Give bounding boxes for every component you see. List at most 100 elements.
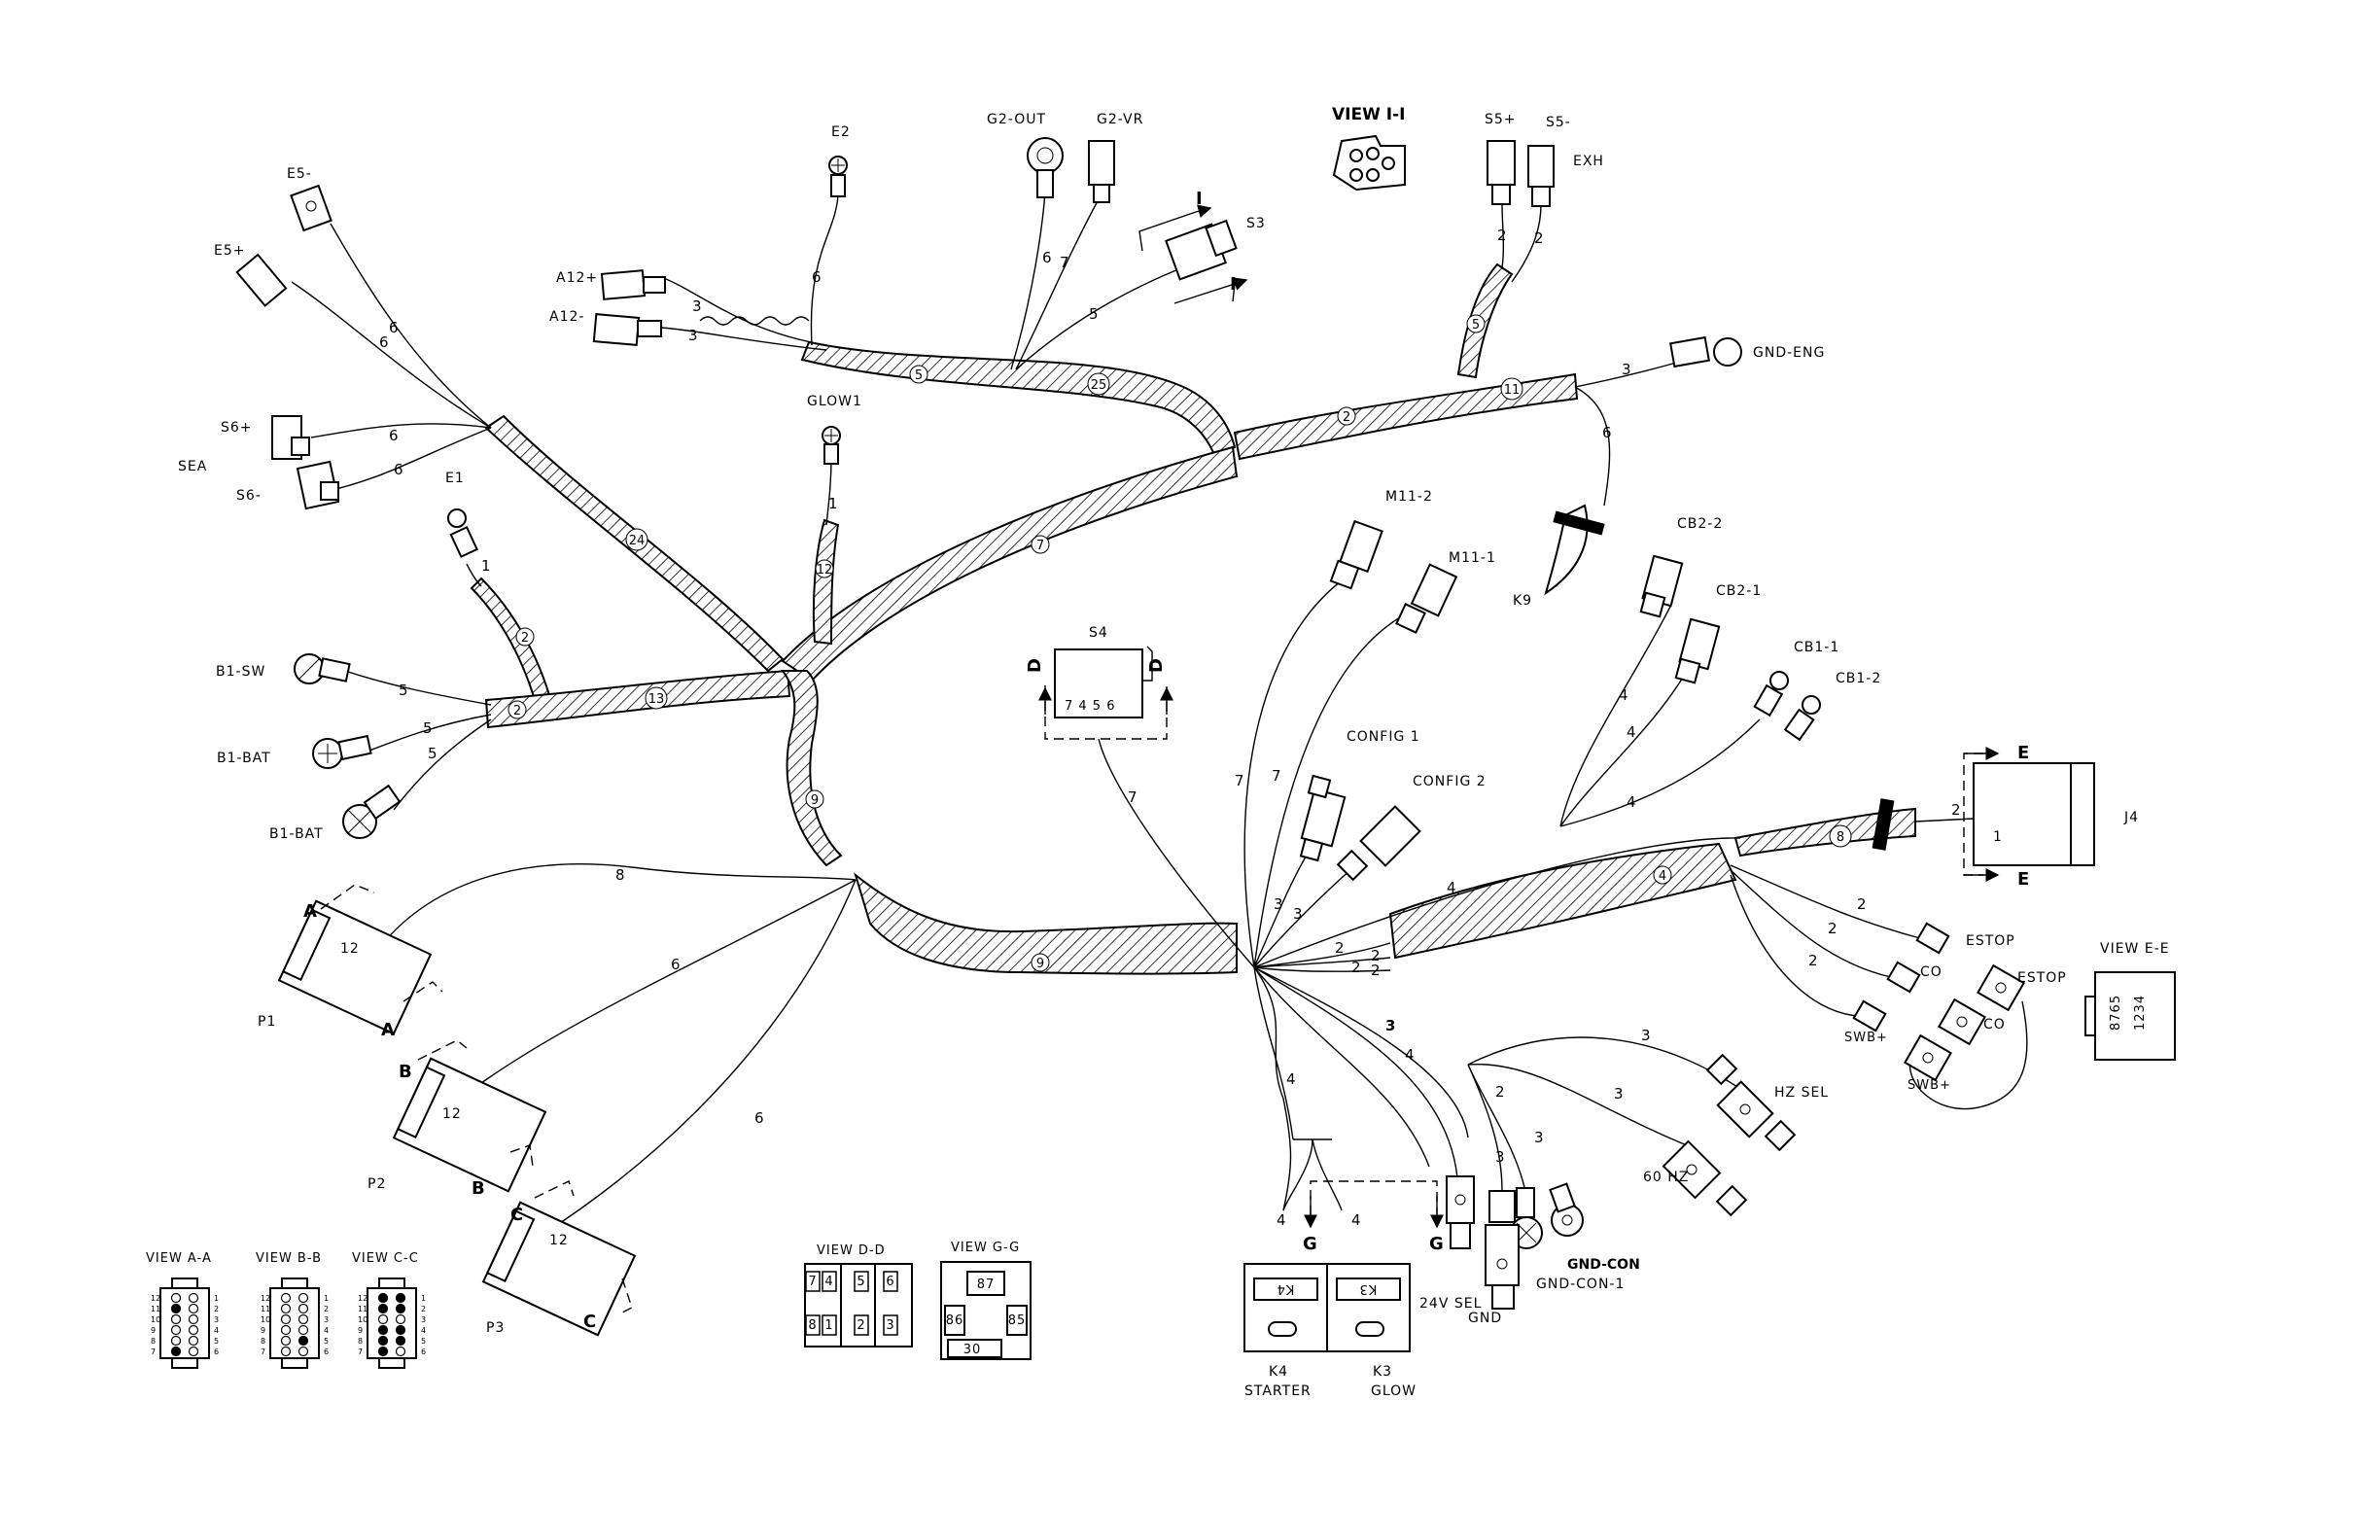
pin-c-8 — [377, 1335, 389, 1347]
pin-label-right: 2 — [421, 1305, 426, 1313]
bundle-13 — [484, 669, 791, 729]
wire-count-co: 2 — [1828, 920, 1838, 937]
label-starter: STARTER — [1244, 1383, 1312, 1399]
pin-label-left: 8 — [358, 1337, 363, 1346]
bundle-num-25: 25 — [1091, 378, 1107, 393]
label-24v-sel: 24V SEL — [1419, 1296, 1482, 1312]
b1-rings: B1-SW B1-BAT B1-BAT — [216, 653, 402, 842]
wire-count-cb-b: 4 — [1627, 723, 1636, 741]
label-hz-sel: HZ SEL — [1774, 1085, 1829, 1101]
pin-label-left: 9 — [261, 1326, 265, 1335]
view-g-pin-85: 85 — [1008, 1313, 1027, 1328]
section-g-left: G — [1303, 1234, 1317, 1254]
wire-count-60hz: 3 — [1614, 1085, 1624, 1102]
bundle-num-13: 13 — [648, 692, 665, 707]
section-c-top: C — [510, 1205, 523, 1225]
view-g-pin-30: 30 — [963, 1343, 982, 1357]
label-estop-2: ESTOP — [2017, 970, 2067, 986]
gnd-eng-ring: GND-ENG — [1669, 335, 1824, 368]
label-60hz: 60 HZ — [1643, 1170, 1689, 1185]
pin-b-6 — [280, 1324, 292, 1336]
pin-a-8 — [170, 1335, 182, 1347]
label-swb-2: SWB+ — [1908, 1078, 1951, 1093]
label-g2-out: G2-OUT — [987, 112, 1046, 127]
label-a12-minus: A12- — [549, 309, 584, 325]
pin-label-right: 3 — [324, 1315, 329, 1324]
section-e-top: E — [2017, 743, 2029, 763]
pin-label-left: 8 — [261, 1337, 265, 1346]
wire-count-gndcon-3: 3 — [1534, 1129, 1544, 1146]
pin-a-10 — [170, 1346, 182, 1357]
wire-count-b1bat1: 5 — [423, 719, 433, 737]
label-gnd: GND — [1468, 1311, 1502, 1326]
view-d-pin-6: 6 — [886, 1275, 894, 1289]
label-glow: GLOW — [1371, 1383, 1417, 1399]
wire-count-p3: 6 — [754, 1109, 764, 1127]
wire-count-k3a: 4 — [1351, 1211, 1361, 1229]
section-c-bottom: C — [583, 1312, 596, 1332]
wire-count-m11-2: 7 — [1235, 772, 1244, 789]
pin-label-right: 3 — [214, 1315, 219, 1324]
label-j4: J4 — [2123, 810, 2139, 825]
pin-label-left: 12 — [358, 1294, 368, 1303]
g2-out-connector: G2-OUT — [987, 112, 1064, 198]
view-i-i: VIEW I-I — [1332, 105, 1406, 192]
wire-count-a12-a: 3 — [692, 298, 702, 315]
wire-count-g2-b: 7 — [1060, 254, 1069, 271]
s6-connectors: S6+ SEA S6- — [178, 415, 340, 510]
pin-c-0 — [377, 1292, 389, 1304]
view-d-pin-8: 8 — [808, 1318, 817, 1333]
pin-label-right: 5 — [324, 1337, 329, 1346]
m11-terminals: M11-2 M11-1 — [1329, 489, 1495, 634]
bundle-7 — [781, 445, 1239, 682]
title-view-d: VIEW D-D — [817, 1243, 886, 1258]
section-a-bottom: A — [381, 1020, 395, 1040]
pin-b-5 — [298, 1313, 309, 1325]
gnd-con-rings: GND-CON GND-CON-1 — [1510, 1182, 1640, 1292]
pin-b-2 — [280, 1303, 292, 1314]
view-d-pin-box — [883, 1271, 898, 1292]
pin-a-11 — [188, 1346, 199, 1357]
j4-pin-1: 1 — [1993, 829, 2003, 845]
view-e-e: VIEW E-E 8765 1234 — [2084, 941, 2176, 1061]
view-d-pin-1: 1 — [824, 1318, 833, 1333]
bundle-top — [800, 340, 1237, 459]
title-view-c: VIEW C-C — [352, 1251, 419, 1266]
bundle-num-2-e1: 2 — [521, 631, 529, 646]
pin-b-4 — [280, 1313, 292, 1325]
wire-count-hz3: 3 — [1385, 1017, 1395, 1034]
pin-label-right: 3 — [421, 1315, 426, 1324]
label-k3: K3 — [1373, 1364, 1392, 1380]
pin-b-10 — [280, 1346, 292, 1357]
wire-count-cb-c: 4 — [1627, 793, 1636, 811]
pin-a-7 — [188, 1324, 199, 1336]
section-d-right: D — [1146, 658, 1167, 673]
wire-count-e2: 6 — [812, 268, 822, 286]
wire-count-p1: 8 — [615, 866, 625, 884]
section-g-right: G — [1429, 1234, 1444, 1254]
pin-label-left: 10 — [358, 1315, 368, 1324]
wire-count-k4b: 4 — [1277, 1211, 1286, 1229]
pin-label-right: 5 — [214, 1337, 219, 1346]
pin-label-left: 11 — [151, 1305, 160, 1313]
pin-b-7 — [298, 1324, 309, 1336]
view-d-pin-box — [805, 1314, 821, 1336]
s3-switch: I I S3 — [1138, 189, 1265, 304]
wire-count-b1bat2: 5 — [428, 745, 438, 762]
wire-count-p2: 6 — [671, 956, 681, 973]
view-d-pin-box — [883, 1314, 898, 1336]
24v-sel-connector: 24V SEL — [1419, 1175, 1482, 1312]
wire-count-e5-a: 6 — [389, 319, 399, 336]
bundle-num-2-left: 2 — [513, 704, 521, 718]
view-g-pin-86: 86 — [946, 1313, 964, 1328]
label-e1: E1 — [445, 471, 465, 486]
pin-b-1 — [298, 1292, 309, 1304]
label-config1: CONFIG 1 — [1347, 729, 1420, 745]
wire-count-hub-b: 2 — [1371, 947, 1381, 964]
bundle-right-top — [1233, 372, 1579, 461]
wire-count-s5-b: 2 — [1534, 229, 1544, 247]
